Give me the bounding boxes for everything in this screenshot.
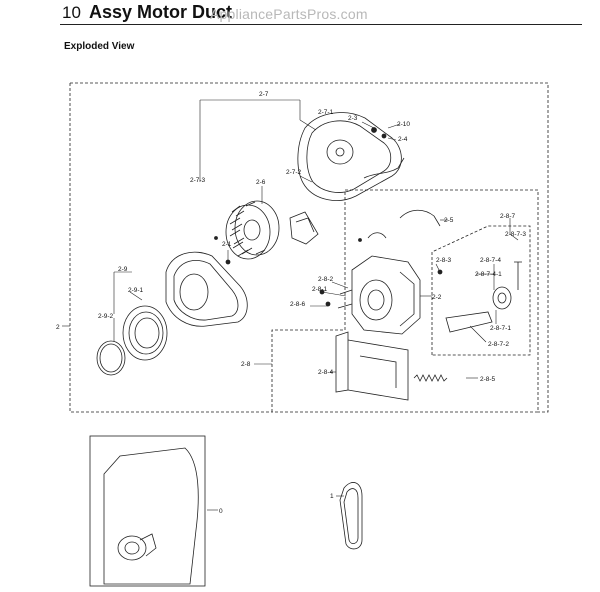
callout-2-5: 2-5 [444,217,454,224]
callout-2-2: 2-2 [432,294,442,301]
pulley-bolt [514,261,522,290]
fasteners [214,127,443,307]
duct-housing-upper [297,112,405,201]
watermark: AppliancePartsPros.com [210,6,368,22]
duct-ring [122,305,168,361]
callout-2-7-2: 2-7-2 [286,169,302,176]
callout-2-6: 2-6 [256,179,266,186]
callout-2-8-7-2: 2-8-7-2 [488,341,509,348]
duct-insert [289,211,319,245]
callout-1: 1 [330,493,334,500]
callout-2-8-7-3: 2-8-7-3 [505,231,526,238]
wire-clip [367,232,387,239]
callout-2-8-3: 2-8-3 [436,257,452,264]
callout-2: 2 [56,324,60,331]
diagram-subtitle: Exploded View [64,41,135,52]
assembly-boundary [70,82,549,413]
callout-2-9-1: 2-9-1 [128,287,144,294]
fan-impeller [225,200,280,260]
drive-belt [339,482,363,550]
callout-2-8-2: 2-8-2 [318,276,334,283]
callout-0: 0 [219,508,223,515]
callout-2-3: 2-3 [348,115,358,122]
callout-2-8-6: 2-8-6 [290,301,306,308]
callout-2-8-7-1: 2-8-7-1 [490,325,511,332]
callout-2-8-7: 2-8-7 [500,213,516,220]
callout-2-8-5: 2-8-5 [480,376,496,383]
callout-2-8-4: 2-8-4 [318,369,334,376]
cabinet-assembly [89,435,206,587]
page-title: Assy Motor Duct [89,2,233,22]
section-number: 10 [62,3,81,22]
callout-2-7-1: 2-7-1 [318,109,334,116]
drive-motor [337,255,421,335]
callout-2-8-1: 2-8-1 [312,286,328,293]
retaining-clip [399,209,441,227]
callout-2-7-3: 2-7-3 [190,177,206,184]
callout-2-8-7-4-1: 2-8-7-4-1 [475,271,502,278]
pulley-subassembly-boundary [431,225,531,356]
idler-pulley [492,286,512,310]
callout-2-8-7-4: 2-8-7-4 [480,257,501,264]
callout-2-4: 2-4 [398,136,408,143]
callout-2-8: 2-8 [241,361,251,368]
callout-2-9-2: 2-9-2 [98,313,114,320]
tension-spring [413,374,448,382]
callout-2-1: 2-1 [222,241,232,248]
motor-subassembly-boundary [271,189,539,413]
idler-arm [445,311,493,333]
duct-cover-front [165,251,248,327]
title-underline [60,24,582,25]
duct-gasket [96,340,126,376]
motor-bracket [335,331,409,401]
callout-2-10: 2-10 [397,121,410,128]
leader-lines [62,99,519,511]
callout-2-9: 2-9 [118,266,128,273]
callout-2-7: 2-7 [259,91,269,98]
